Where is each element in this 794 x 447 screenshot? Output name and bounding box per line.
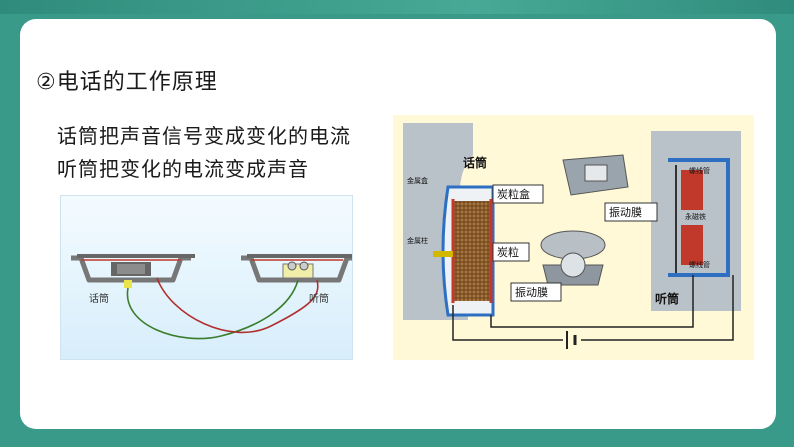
label-carbon-grains: 炭粒: [497, 245, 519, 259]
label-metal-post: 金属柱: [407, 236, 428, 245]
rotary-phone-icon: [540, 230, 606, 286]
body-line-microphone: 话筒把声音信号变成变化的电流: [57, 124, 351, 148]
label-carbon-box: 炭粒盒: [497, 187, 530, 201]
circuit-wire-right: [581, 275, 734, 341]
desk-phone-icon: [562, 154, 629, 196]
mic-title: 话筒: [463, 155, 487, 170]
earpiece-assembly: [668, 158, 730, 277]
microphone-assembly: [433, 185, 495, 317]
battery-icon: [566, 331, 577, 349]
label-coil-bottom: 螺线管: [689, 260, 710, 269]
label-box-carbon-box: [492, 184, 544, 204]
principle-svg: 话筒 听筒 金属盒 金属柱 炭粒盒 炭粒 振动膜 振动膜 螺线管 螺线管 永磁铁: [403, 123, 741, 349]
body-line-earpiece: 听筒把变化的电流变成声音: [57, 157, 309, 181]
microphone-unit: [71, 254, 195, 288]
wire-red: [156, 277, 319, 334]
label-coil-top: 螺线管: [689, 166, 710, 175]
label-box-diaphragm-mic: [510, 282, 562, 302]
earpiece-unit: [241, 254, 352, 283]
frame-top-stripe: [0, 0, 794, 14]
label-magnet: 永磁铁: [685, 212, 706, 221]
wire-green: [126, 279, 299, 340]
earpiece-title: 听筒: [655, 291, 679, 306]
earpiece-label: 听筒: [309, 292, 329, 305]
mic-label: 话筒: [89, 292, 109, 305]
label-diaphragm-ear: 振动膜: [609, 205, 642, 219]
label-box-diaphragm-ear: [604, 202, 658, 222]
label-diaphragm-mic: 振动膜: [515, 285, 548, 299]
label-box-carbon: [492, 242, 530, 262]
section-heading: ②电话的工作原理: [36, 70, 218, 95]
circuit-wire-middle: [490, 275, 694, 328]
circuit-wire-left: [452, 305, 563, 341]
simple-telephone-diagram: 话筒 听筒: [60, 195, 353, 360]
label-metal-box: 金属盒: [407, 176, 428, 185]
telephone-principle-diagram: 话筒 听筒 金属盒 金属柱 炭粒盒 炭粒 振动膜 振动膜 螺线管 螺线管 永磁铁: [393, 115, 754, 360]
simple-telephone-svg: 话筒 听筒: [71, 254, 352, 340]
